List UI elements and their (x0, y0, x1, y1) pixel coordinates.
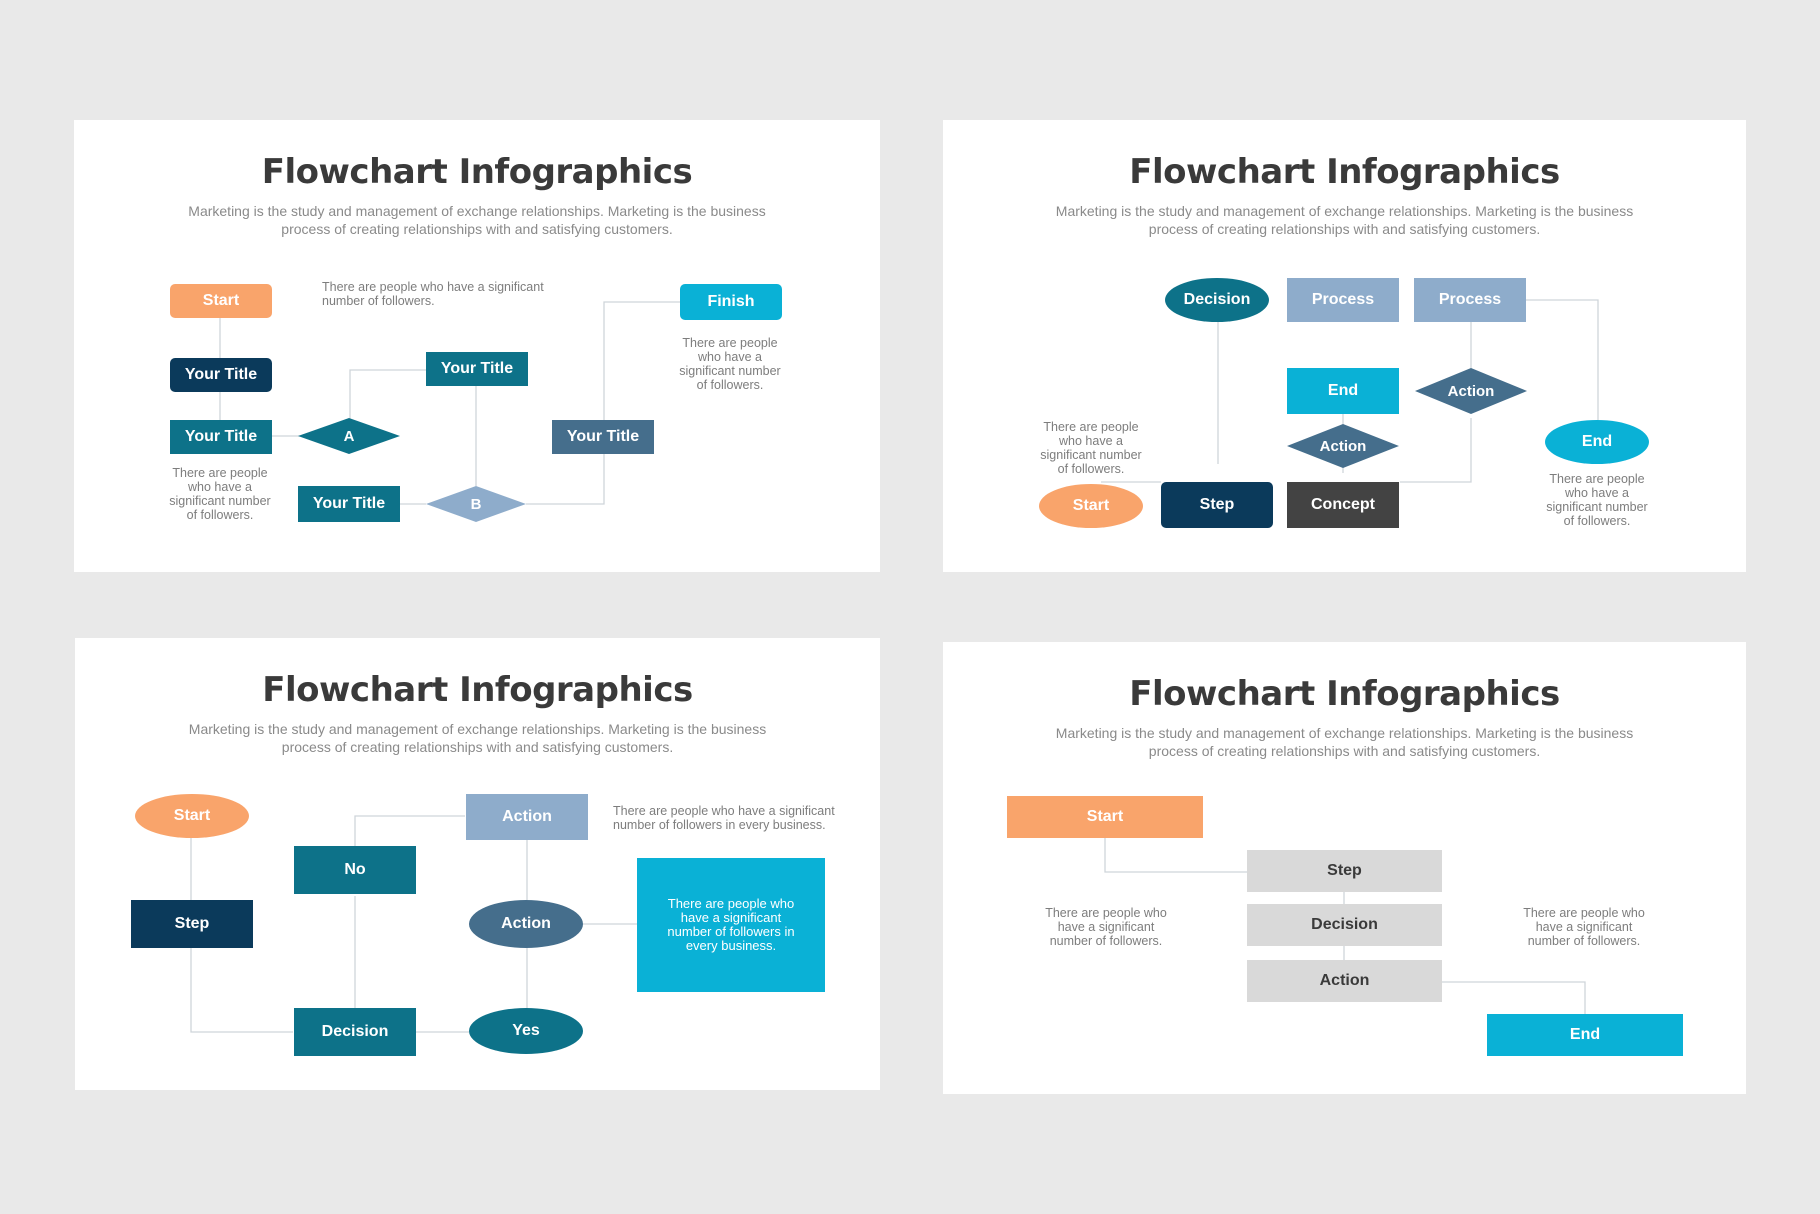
diamond-a[interactable]: A (298, 418, 400, 454)
action-diamond-1-shape (1287, 424, 1399, 468)
diamond-b-shape (426, 486, 526, 522)
end-rect-node[interactable]: End (1287, 368, 1399, 414)
slide-title: Flowchart Infographics (1129, 674, 1560, 714)
note-right: There are people who have a significant … (679, 336, 781, 392)
start-node[interactable]: Start (1007, 796, 1203, 838)
process-node-1[interactable]: Process (1287, 278, 1399, 322)
info-box: There are people who have a significant … (637, 858, 825, 992)
slide-subtitle: Marketing is the study and management of… (188, 203, 766, 237)
note-left: There are people who have a significant … (1040, 420, 1142, 476)
step-node[interactable]: Step (1247, 850, 1442, 892)
slide-title: Flowchart Infographics (262, 670, 693, 710)
end-node[interactable]: End (1487, 1014, 1683, 1056)
note-top: There are people who have a significant … (322, 280, 544, 308)
your-title-node-1[interactable]: Your Title (170, 358, 272, 392)
connector-lines (190, 815, 637, 1033)
step-node[interactable]: Step (1161, 482, 1273, 528)
your-title-node-2[interactable]: Your Title (170, 420, 272, 454)
note-left: There are people who have a significant … (1045, 906, 1167, 948)
diamond-b-label: B (470, 495, 482, 513)
note-left: There are people who have a significant … (169, 466, 271, 522)
slide-4: Flowchart Infographics Marketing is the … (943, 642, 1746, 1094)
diamond-b[interactable]: B (426, 486, 526, 522)
slide-1: Flowchart Infographics Marketing is the … (74, 120, 880, 572)
your-title-node-5[interactable]: Your Title (552, 420, 654, 454)
start-node[interactable]: Start (170, 284, 272, 318)
decision-node[interactable]: Decision (294, 1008, 416, 1056)
your-title-node-3[interactable]: Your Title (426, 352, 528, 386)
action-ellipse-node[interactable]: Action (469, 900, 583, 948)
slide-subtitle: Marketing is the study and management of… (188, 721, 767, 755)
action-rect-node[interactable]: Action (466, 794, 588, 840)
finish-node[interactable]: Finish (680, 284, 782, 320)
note-right: There are people who have a significant … (1523, 906, 1645, 948)
action-diamond-2-shape (1415, 368, 1527, 414)
end-ellipse-node[interactable]: End (1545, 420, 1649, 464)
note-top: There are people who have a significant … (613, 804, 835, 832)
concept-node[interactable]: Concept (1287, 482, 1399, 528)
action-node[interactable]: Action (1247, 960, 1442, 1002)
note-right: There are people who have a significant … (1546, 472, 1648, 528)
slide-title: Flowchart Infographics (261, 152, 693, 192)
diamond-a-label: A (343, 427, 355, 445)
no-node[interactable]: No (294, 846, 416, 894)
action-diamond-2[interactable]: Action (1415, 368, 1527, 414)
slide-subtitle: Marketing is the study and management of… (1055, 203, 1634, 237)
start-node[interactable]: Start (1039, 484, 1143, 528)
decision-node[interactable]: Decision (1247, 904, 1442, 946)
diamond-a-shape (298, 418, 400, 454)
connector-lines (1104, 838, 1586, 1014)
process-node-2[interactable]: Process (1414, 278, 1526, 322)
slide-subtitle: Marketing is the study and management of… (1055, 725, 1634, 759)
action-diamond-1[interactable]: Action (1287, 424, 1399, 468)
slide-title: Flowchart Infographics (1129, 152, 1560, 192)
slide-3: Flowchart Infographics Marketing is the … (75, 638, 880, 1090)
your-title-node-4[interactable]: Your Title (298, 486, 400, 522)
slide-2: Flowchart Infographics Marketing is the … (943, 120, 1746, 572)
yes-node[interactable]: Yes (469, 1008, 583, 1054)
step-node[interactable]: Step (131, 900, 253, 948)
decision-node[interactable]: Decision (1165, 278, 1269, 322)
start-node[interactable]: Start (135, 794, 249, 838)
action-diamond-2-label: Action (1447, 382, 1495, 400)
action-diamond-1-label: Action (1319, 437, 1367, 455)
